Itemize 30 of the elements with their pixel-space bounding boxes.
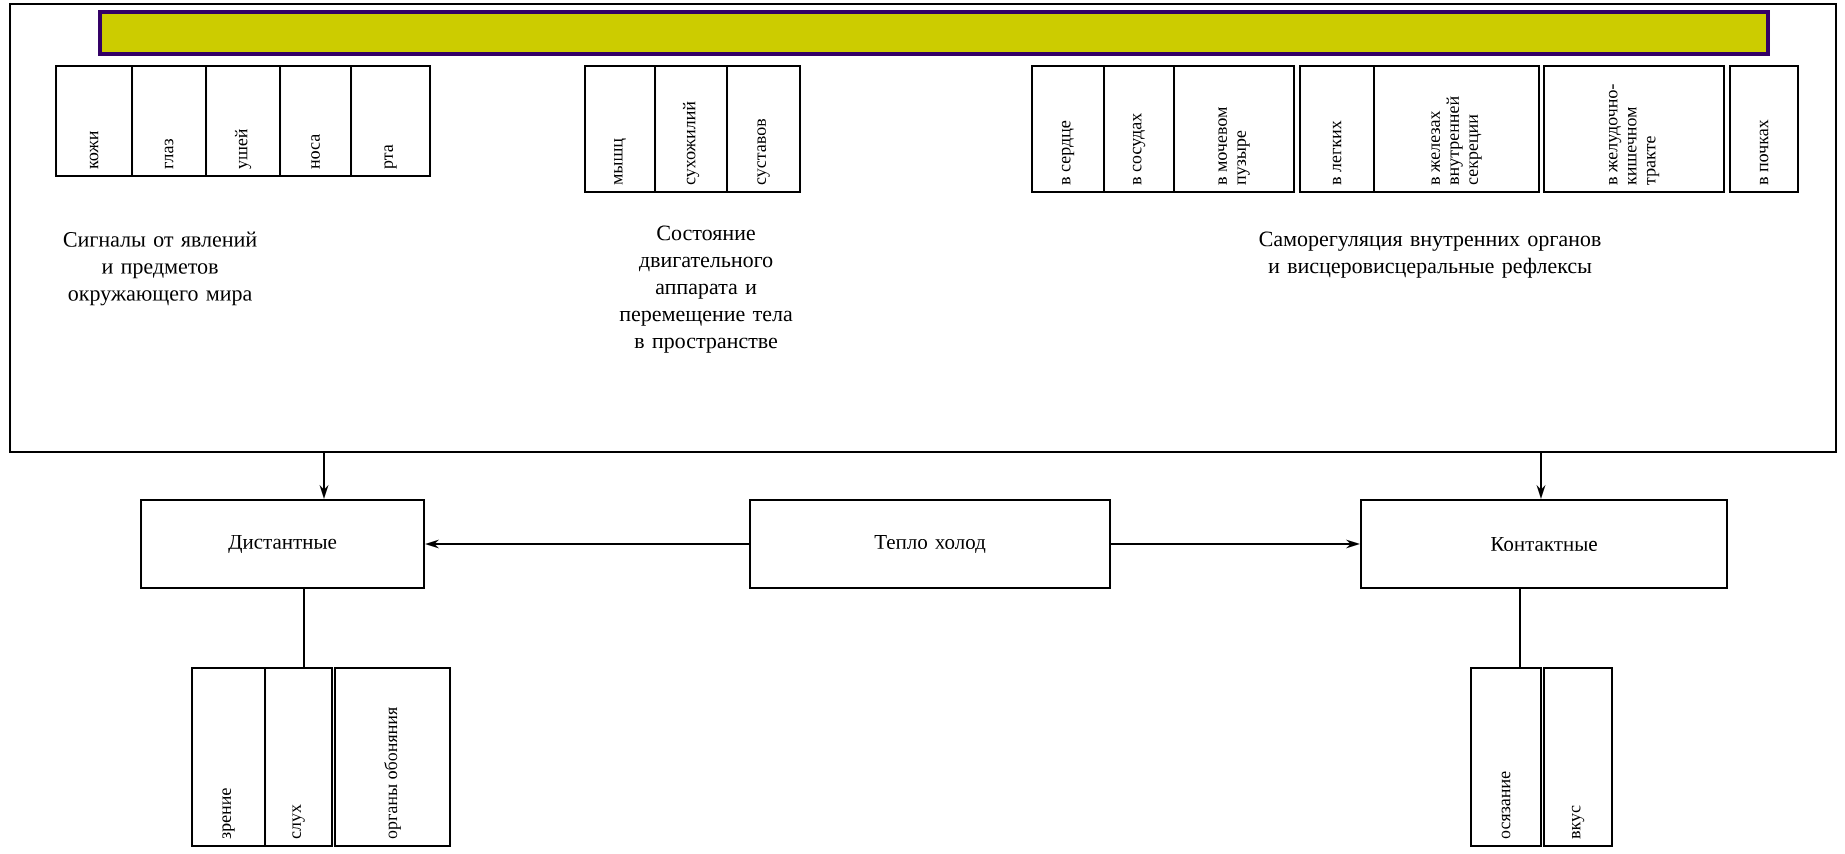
- group-caption: Состояние двигательного аппарата и перемещение тела в пространстве: [619, 225, 793, 353]
- group-caption: Саморегуляция внутренних органов и висцеровисцеральные рефлексы: [1259, 231, 1601, 278]
- sense-box: органы обоняния: [334, 667, 451, 847]
- sense-box: осязание: [1470, 667, 1542, 847]
- sense-box: глаз: [131, 65, 207, 177]
- banner: [98, 10, 1770, 56]
- sense-box: сухожилий: [654, 65, 728, 193]
- connector-line: [1519, 588, 1521, 668]
- sense-box: в мочевом пузыре: [1173, 65, 1295, 193]
- sense-box: в сосудах: [1103, 65, 1175, 193]
- connector-line: [303, 588, 305, 668]
- category-box: Тепло холод: [749, 499, 1111, 589]
- sense-box: суставов: [726, 65, 801, 193]
- group-caption: Сигналы от явлений и предметов окружающего мира: [63, 231, 257, 306]
- sense-box: в желудочно-кишечном тракте: [1543, 65, 1725, 193]
- sense-box: в железах внутренней секреции: [1373, 65, 1540, 193]
- outer-box: [9, 3, 1837, 453]
- category-box: Дистантные: [140, 499, 425, 589]
- sense-box: рта: [350, 65, 431, 177]
- sense-box: мышц: [584, 65, 656, 193]
- sense-box: в сердце: [1031, 65, 1105, 193]
- sense-box: вкус: [1543, 667, 1613, 847]
- sense-box: ушей: [205, 65, 281, 177]
- sense-box: зрение: [191, 667, 266, 847]
- sense-box: носа: [279, 65, 352, 177]
- sense-box: в почках: [1729, 65, 1799, 193]
- sense-box: кожи: [55, 65, 133, 177]
- sense-box: слух: [264, 667, 333, 847]
- category-box: Контактные: [1360, 499, 1728, 589]
- sense-box: в легких: [1299, 65, 1375, 193]
